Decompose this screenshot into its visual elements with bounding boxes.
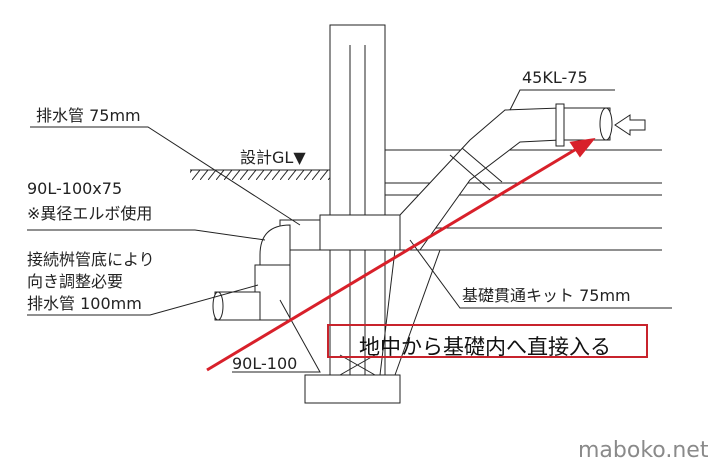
label-adjust-1: 接続桝管底により xyxy=(27,250,155,269)
label-design-gl: 設計GL▼ xyxy=(240,148,306,167)
label-through-kit: 基礎貫通キット 75mm xyxy=(462,286,631,305)
label-elbow-size: 90L-100x75 xyxy=(27,179,123,198)
elbow-pipe xyxy=(212,219,321,321)
label-45kl: 45KL-75 xyxy=(522,68,588,87)
label-drain-100: 排水管 100mm xyxy=(27,294,142,313)
callout-box: 地中から基礎内へ直接入る xyxy=(327,324,648,359)
leader-lines xyxy=(27,89,672,373)
label-adjust-2: 向き調整必要 xyxy=(27,272,124,291)
inflow-arrow-icon xyxy=(614,114,646,136)
foundation-wall xyxy=(304,24,401,404)
label-elbow-note: ※異径エルボ使用 xyxy=(27,204,153,223)
label-90l: 90L-100 xyxy=(232,354,298,373)
ground-line xyxy=(190,169,330,180)
label-drain-75: 排水管 75mm xyxy=(36,106,141,125)
callout-text: 地中から基礎内へ直接入る xyxy=(359,335,611,359)
route-arrow xyxy=(206,137,596,372)
watermark: maboko.net xyxy=(578,438,709,463)
